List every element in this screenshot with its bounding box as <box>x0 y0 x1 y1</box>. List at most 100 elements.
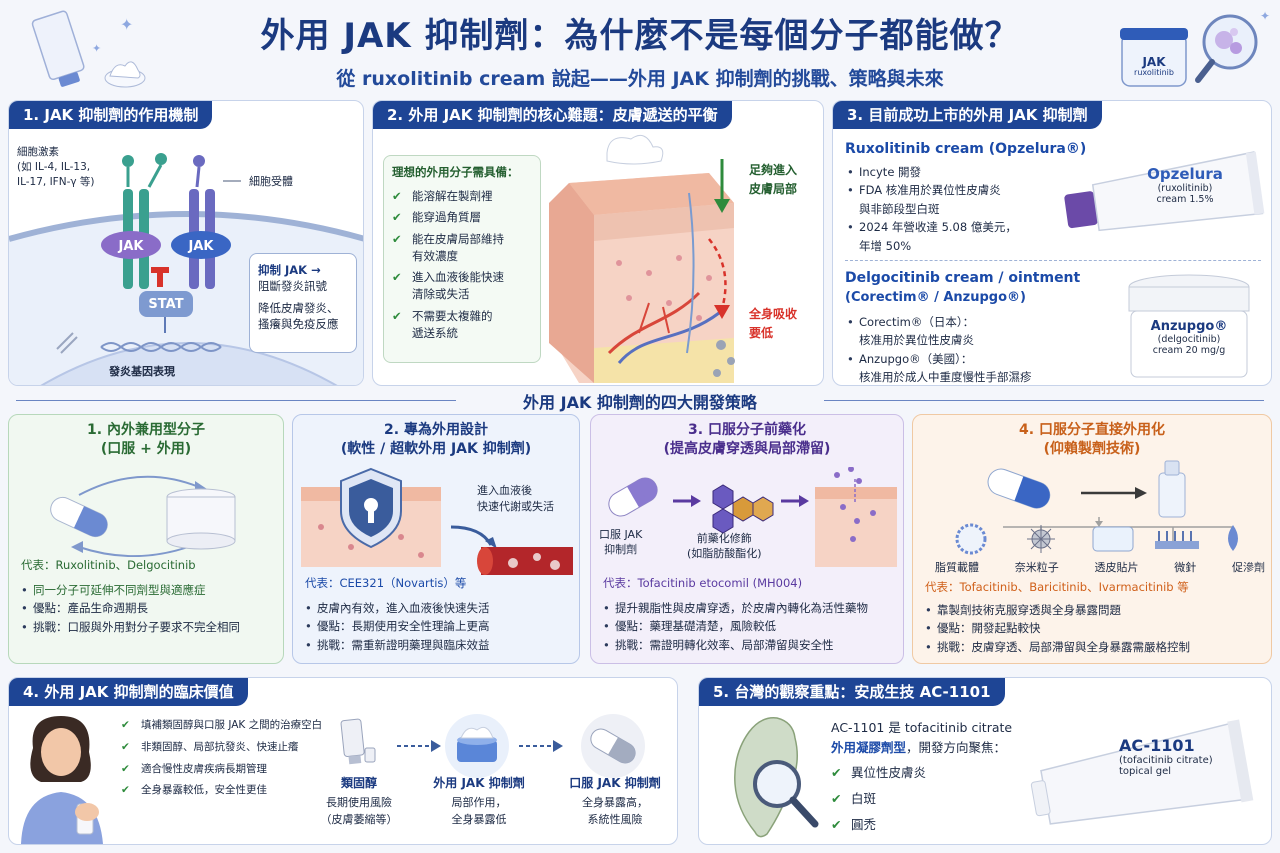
inhibit-box: 抑制 JAK → 阻斷發炎訊號 降低皮膚發炎、 搔癢與免疫反應 <box>249 253 357 353</box>
jar-dose: cream 20 mg/g <box>1152 345 1226 356</box>
prodrug-illustration <box>608 467 897 567</box>
tech-labels: 脂質載體 奈米粒子 透皮貼片 微針 促滲劑 <box>935 559 1265 575</box>
patient-illustration <box>21 716 103 844</box>
column-title: 外用 JAK 抑制劑 <box>433 776 525 790</box>
tube-dose: topical gel <box>1119 766 1172 777</box>
list-item: 填補類固醇與口服 JAK 之間的治療空白 <box>121 718 331 734</box>
ideal-checklist: 能溶解在製劑裡 能穿過角質層 能在皮膚局部維持 有效濃度 進入血液後能快速 清除… <box>392 188 532 342</box>
drug1-list: Incyte 開發 FDA 核准用於異位性皮膚炎 與非節段型白斑 2024 年營… <box>847 163 1057 255</box>
list-item: 挑戰：需證明轉化效率、局部滯留與安全性 <box>603 636 896 655</box>
panel-taiwan-ac1101: 5. 台灣的觀察重點：安成生技 AC-1101 AC-1101 是 tofaci… <box>698 677 1272 845</box>
strategy-rep: 代表：Tofacitinib etocomil (MH004) <box>603 576 803 590</box>
ideal-molecule-box: 理想的外用分子需具備： 能溶解在製劑裡 能穿過角質層 能在皮膚局部維持 有效濃度… <box>383 155 541 363</box>
drug2-name: Delgocitinib cream / ointment (Corectim®… <box>845 270 1081 305</box>
stat-label: STAT <box>148 297 184 312</box>
panel-mechanism: 1. JAK 抑制劑的作用機制 細胞激素 (如 IL-4, IL-13, IL-… <box>8 100 364 386</box>
strategies-title: 外用 JAK 抑制劑的四大開發策略 <box>523 393 757 412</box>
list-item: 異位性皮膚炎 <box>831 764 981 783</box>
treatment-comparison-icons <box>340 714 645 778</box>
strategy-formulation: 4. 口服分子直接外用化 (仰賴製劑技術) 脂質載體 奈米粒子 透皮貼片 微針 <box>912 414 1272 664</box>
strategy-soft-drug: 2. 專為外用設計 (軟性 / 超軟外用 JAK 抑制劑) 進入血液後 快速代謝… <box>292 414 580 664</box>
list-item: 全身暴露較低，安全性更佳 <box>121 783 331 799</box>
strategy-title: 1. 內外兼用型分子 (口服 + 外用) <box>87 422 205 457</box>
page-subtitle: 從 ruxolitinib cream 說起——外用 JAK 抑制劑的挑戰、策略… <box>336 68 944 90</box>
receptor-label: 細胞受體 <box>249 175 293 188</box>
list-item: 非類固醇、局部抗發炎、快速止癢 <box>121 740 331 756</box>
panel-delivery: 2. 外用 JAK 抑制劑的核心難題：皮膚遞送的平衡 理想的外用分子需具備： 能… <box>372 100 824 386</box>
list-item: 圓禿 <box>831 816 981 835</box>
column-title: 類固醇 <box>340 776 377 790</box>
steroid-column: 類固醇 長期使用風險 （皮膚萎縮等） <box>309 774 409 828</box>
clinical-checklist: 填補類固醇與口服 JAK 之間的治療空白 非類固醇、局部抗發炎、快速止癢 適合慢… <box>121 718 331 805</box>
page-title: 外用 JAK 抑制劑：為什麼不是每個分子都能做？ <box>260 16 1020 56</box>
oral-jak-column: 口服 JAK 抑制劑 全身暴露高， 系統性風險 <box>557 774 673 828</box>
ac1101-tube <box>1030 719 1254 825</box>
jar-magnifier-illustration: ✦ <box>1120 9 1270 87</box>
ac1101-description: AC-1101 是 tofacitinib citrate 外用凝膠劑型，開發方… <box>831 720 1013 755</box>
list-item: 能在皮膚局部維持 有效濃度 <box>392 231 532 266</box>
section-title: 3. 目前成功上市的外用 JAK 抑制劑 <box>833 101 1102 129</box>
list-item: 靠製劑技術克服穿透與全身暴露問題 <box>925 601 1262 620</box>
anzupgo-jar <box>1128 274 1250 378</box>
jar-sub: (delgocitinib) <box>1157 334 1221 345</box>
list-item: 挑戰：皮膚穿透、局部滯留與全身暴露需嚴格控制 <box>925 638 1262 657</box>
panel-approved-drugs: 3. 目前成功上市的外用 JAK 抑制劑 Ruxolitinib cream (… <box>832 100 1272 386</box>
section-title: 1. JAK 抑制劑的作用機制 <box>9 101 213 129</box>
strategy-list: 提升親脂性與皮膚穿透，於皮膚內轉化為活性藥物 優點：藥理基礎清楚，風險較低 挑戰… <box>603 599 896 655</box>
inhibit-line-4: 搔癢與免疫反應 <box>258 317 339 331</box>
taiwan-map-magnifier <box>734 717 819 838</box>
soft-drug-note: 進入血液後 快速代謝或失活 <box>477 484 554 513</box>
gene-expression-label: 發炎基因表現 <box>109 365 175 378</box>
tube-sub: (ruxolitinib) <box>1157 183 1213 194</box>
penetration-label: 足夠進入 皮膚局部 <box>749 163 798 196</box>
cytokine-label: 細胞激素 (如 IL-4, IL-13, IL-17, IFN-γ 等) <box>17 146 95 189</box>
list-item: 不需要太複雜的 遞送系統 <box>392 308 532 343</box>
strategy-title: 3. 口服分子前藥化 (提高皮膚穿透與局部滯留) <box>663 422 831 457</box>
cream-tube-illustration: ✦ ✦ <box>31 10 146 88</box>
section-title: 5. 台灣的觀察重點：安成生技 AC-1101 <box>699 678 1005 706</box>
section-title: 2. 外用 JAK 抑制劑的核心難題：皮膚遞送的平衡 <box>373 101 732 129</box>
strategy-title: 2. 專為外用設計 (軟性 / 超軟外用 JAK 抑制劑) <box>340 422 532 457</box>
jar-sublabel: ruxolitinib <box>1134 68 1174 78</box>
tube-brand: Opzelura <box>1147 165 1223 183</box>
sparkle-icon: ✦ <box>120 15 133 34</box>
jak-label-1: JAK <box>118 239 144 254</box>
ac1101-indications: 異位性皮膚炎 白斑 圓禿 <box>831 764 981 841</box>
strategy-rep: 代表：Tofacitinib、Baricitinib、Ivarmacitinib… <box>925 580 1189 594</box>
pill-jar-illustration <box>50 475 236 557</box>
tube-dose: cream 1.5% <box>1156 194 1214 205</box>
list-item: 進入血液後能快速 清除或失活 <box>392 269 532 304</box>
list-item: 提升親脂性與皮膚穿透，於皮膚內轉化為活性藥物 <box>603 599 896 618</box>
skin-layer-illustration <box>549 134 734 383</box>
list-item: 白斑 <box>831 790 981 809</box>
panel-clinical-value: 4. 外用 JAK 抑制劑的臨床價值 填補類固醇與口服 JAK 之間的治療空白 … <box>8 677 678 845</box>
list-item: 皮膚內有效，進入血液後快速失活 <box>305 599 574 618</box>
inhibit-line-2: 阻斷發炎訊號 <box>258 279 327 293</box>
sparkle-icon: ✦ <box>1260 9 1270 23</box>
arrow-penetration <box>708 159 735 377</box>
column-desc: 長期使用風險 （皮膚萎縮等） <box>320 796 398 826</box>
drug-divider <box>845 260 1261 261</box>
jar-label: JAK <box>1142 55 1166 69</box>
strategy-prodrug: 3. 口服分子前藥化 (提高皮膚穿透與局部滯留) 口服 JAK 抑制劑 前藥化修… <box>590 414 904 664</box>
section-title: 4. 外用 JAK 抑制劑的臨床價值 <box>9 678 248 706</box>
list-item: FDA 核准用於異位性皮膚炎 與非節段型白斑 <box>847 181 1057 218</box>
tech-label: 微針 <box>1174 561 1197 574</box>
tech-label: 促滲劑 <box>1232 561 1265 574</box>
list-item: Incyte 開發 <box>847 163 1057 182</box>
strategy-title: 4. 口服分子直接外用化 (仰賴製劑技術) <box>1019 422 1165 457</box>
tube-sub: (tofacitinib citrate) <box>1119 755 1213 766</box>
opzelura-tube <box>1064 151 1265 232</box>
list-item: 優點：產品生命週期長 <box>21 599 279 618</box>
inhibit-line-1: 抑制 JAK → <box>258 263 321 277</box>
strategy-list: 靠製劑技術克服穿透與全身暴露問題 優點：開發起點較快 挑戰：皮膚穿透、局部滯留與… <box>925 601 1262 657</box>
strategy-rep: 代表：CEE321（Novartis）等 <box>305 576 467 590</box>
drug1-name: Ruxolitinib cream (Opzelura®) <box>845 141 1087 157</box>
list-item: Anzupgo®（美國）： 核准用於成人中重度慢性手部濕疹 <box>847 350 1107 385</box>
shield-skin-illustration <box>301 467 573 575</box>
formulation-tech-icons <box>955 523 1238 555</box>
list-item: 挑戰：口服與外用對分子要求不完全相同 <box>21 618 279 637</box>
list-item: 優點：長期使用安全性理論上更高 <box>305 617 574 636</box>
list-item: 能溶解在製劑裡 <box>392 188 532 206</box>
jar-brand: Anzupgo® <box>1150 319 1228 334</box>
